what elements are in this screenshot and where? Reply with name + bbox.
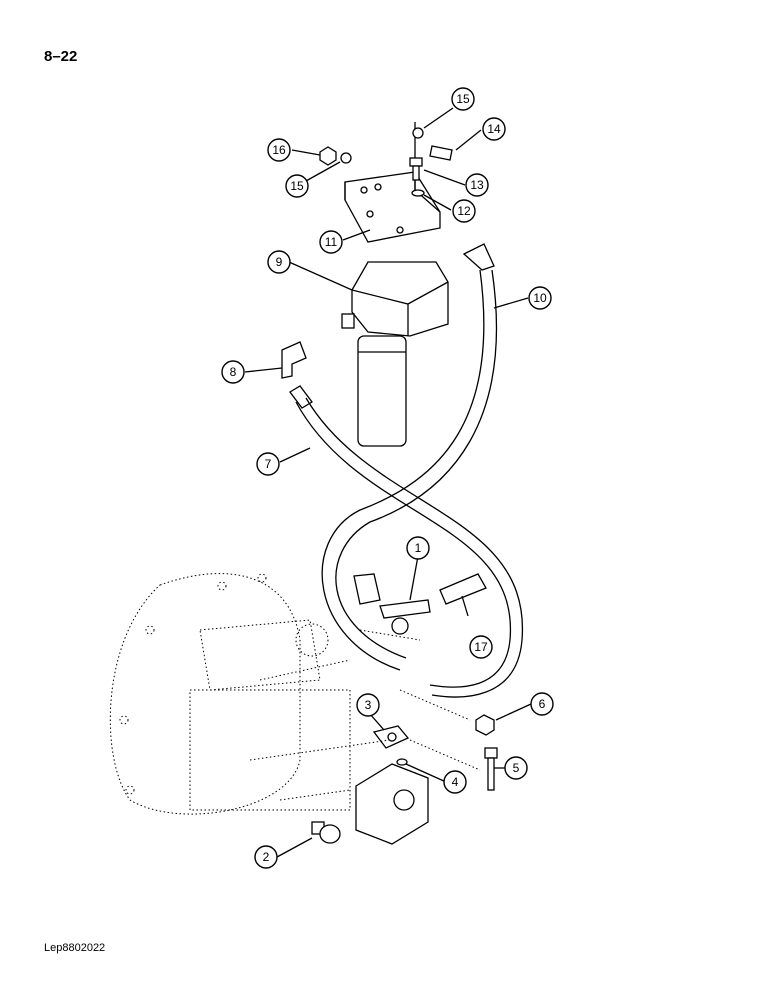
svg-text:11: 11 [325, 235, 338, 249]
svg-text:8: 8 [230, 365, 237, 379]
callout-16: 16 [267, 138, 291, 162]
hose-7 [289, 385, 523, 698]
callout-10: 10 [528, 286, 552, 310]
callout-6: 6 [530, 692, 554, 716]
svg-text:13: 13 [470, 178, 484, 192]
callout-4: 4 [443, 770, 467, 794]
callout-15-left: 15 [285, 174, 309, 198]
svg-text:6: 6 [539, 697, 546, 711]
bracket-fasteners [319, 127, 453, 197]
callout-12: 12 [452, 199, 476, 223]
callout-13: 13 [465, 173, 489, 197]
svg-text:17: 17 [474, 640, 488, 654]
transmission-housing [109, 573, 481, 815]
svg-text:5: 5 [513, 761, 520, 775]
drawing-reference: Lep8802022 [44, 942, 106, 954]
svg-text:15: 15 [290, 179, 304, 193]
mounting-bracket [344, 122, 441, 243]
adapter-fitting [439, 573, 487, 605]
callout-11: 11 [319, 230, 343, 254]
callout-15-top: 15 [451, 87, 475, 111]
elbow-fitting [281, 341, 307, 379]
gear-pump [355, 763, 429, 845]
page-number: 8–22 [44, 48, 78, 65]
callout-1: 1 [406, 536, 430, 560]
svg-text:9: 9 [276, 255, 283, 269]
callout-5: 5 [504, 756, 528, 780]
hose-10 [321, 243, 498, 671]
callout-2: 2 [254, 845, 278, 869]
svg-text:4: 4 [452, 775, 459, 789]
svg-text:7: 7 [265, 457, 272, 471]
svg-text:14: 14 [487, 122, 501, 136]
callout-14: 14 [482, 117, 506, 141]
callout-3: 3 [356, 693, 380, 717]
side-fittings [475, 714, 498, 791]
tee-fitting [379, 599, 431, 635]
svg-text:1: 1 [415, 541, 422, 555]
flange-and-oring [372, 725, 410, 766]
svg-text:12: 12 [457, 204, 471, 218]
callout-17: 17 [469, 635, 493, 659]
callout-7: 7 [256, 452, 280, 476]
knob [311, 821, 341, 844]
svg-text:2: 2 [263, 850, 270, 864]
svg-text:16: 16 [272, 143, 286, 157]
filter-assembly [341, 261, 449, 447]
callout-8: 8 [221, 360, 245, 384]
svg-text:10: 10 [533, 291, 547, 305]
svg-text:3: 3 [365, 698, 372, 712]
svg-text:15: 15 [456, 92, 470, 106]
callout-9: 9 [267, 250, 291, 274]
